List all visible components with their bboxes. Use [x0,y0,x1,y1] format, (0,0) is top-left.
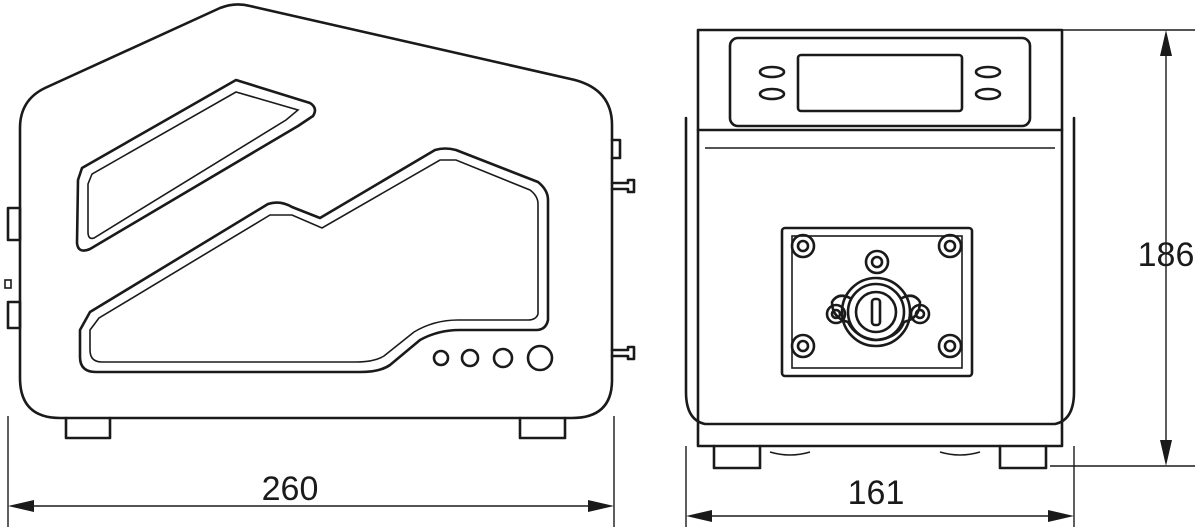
pump-head-plate [780,226,974,378]
screw-top-right [937,233,963,259]
side-top-window [75,78,317,252]
front-display-screen [796,53,964,113]
side-button-1 [432,349,450,367]
front-lower-body [684,116,1076,426]
rotor-top-stud [864,249,890,275]
front-view [684,28,1076,470]
front-housing-outline [696,28,1064,448]
front-foot-left [712,444,762,470]
side-bottom-window-inner [89,159,539,363]
dimension-width-front: 161 [685,446,1075,527]
front-left-button-top [758,65,786,79]
front-foot-right [998,444,1048,470]
front-right-button-top [974,65,1002,79]
screw-bottom-left [790,333,816,359]
side-right-nozzle-2 [610,345,636,361]
rotor-outer-ring [840,276,912,348]
dimension-width-side: 260 [7,416,615,527]
side-top-window-inner [87,91,300,240]
side-left-port [4,279,12,289]
dimension-label-260: 260 [262,470,319,508]
dimension-label-161: 161 [848,474,905,512]
side-foot-left [64,416,112,440]
side-bottom-window [78,147,550,374]
side-left-connector-2 [6,300,22,330]
side-button-2 [460,348,480,368]
screw-top-left [790,233,816,259]
side-right-fitting-top [610,138,622,160]
rotor-assembly [825,249,931,348]
screw-bottom-right [937,333,963,359]
front-left-button-bottom [758,87,786,101]
side-left-connector-1 [6,206,22,242]
front-bottom-fittings [769,451,981,456]
front-right-button-bottom [974,87,1002,101]
rotor-right-stud [909,303,931,325]
side-housing-outline [18,3,614,420]
screws [790,233,963,359]
side-view [4,3,636,440]
side-foot-right [518,416,567,440]
front-display-panel [728,36,1032,128]
pump-head-plate-inner [791,235,963,369]
rotor-slot [870,297,882,327]
rotor-left-stud [825,303,847,325]
side-button-3 [492,347,514,369]
dimension-label-186: 186 [1138,236,1195,274]
dimension-height: 186 [1050,29,1195,467]
side-right-nozzle-1 [610,178,636,194]
side-button-4 [526,344,554,372]
